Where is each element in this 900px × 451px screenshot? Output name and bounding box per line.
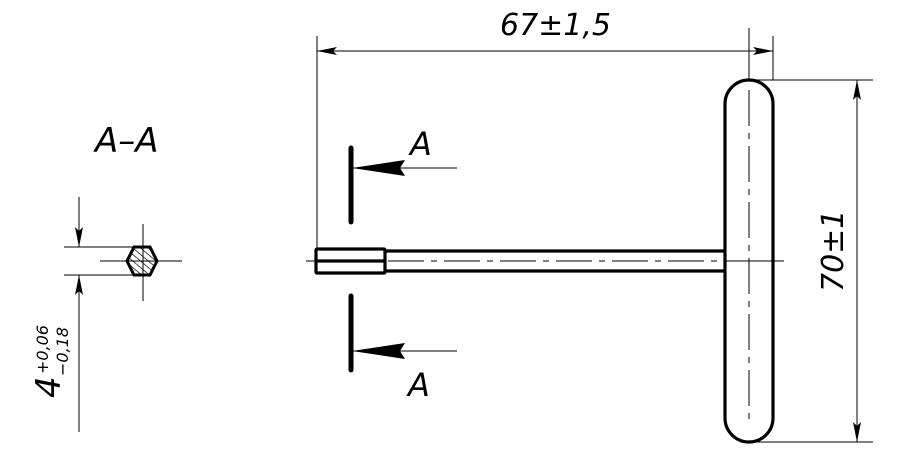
section-marker-top: A (348, 125, 457, 225)
handle (723, 28, 775, 444)
svg-text:+0,06: +0,06 (33, 325, 52, 374)
handle-dimension: 70±1 (749, 79, 873, 443)
hex-size-dimension: 4 +0,06 −0,18 (29, 325, 72, 398)
svg-text:A: A (408, 125, 432, 163)
section-title: A–A (93, 121, 159, 161)
section-view-a-a: A–A 4 +0,06 −0,18 (29, 121, 182, 432)
svg-text:4: 4 (29, 376, 69, 398)
hex-section-icon (100, 224, 182, 301)
svg-text:70±1: 70±1 (816, 210, 851, 292)
svg-text:−0,18: −0,18 (53, 327, 72, 376)
svg-text:A: A (406, 366, 430, 404)
svg-text:67±1,5: 67±1,5 (500, 8, 611, 43)
shaft (306, 247, 784, 275)
length-dimension: 67±1,5 (316, 8, 774, 248)
section-marker-bottom: A (348, 293, 457, 404)
main-view: 67±1,5 70±1 (306, 8, 873, 444)
